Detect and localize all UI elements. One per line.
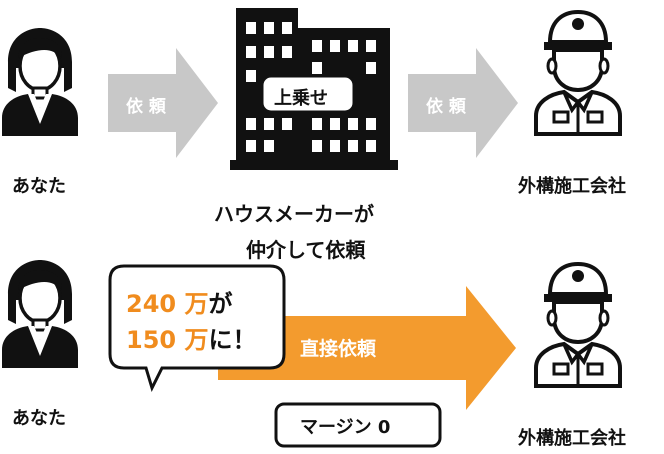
price-before-unit: 万 bbox=[176, 290, 209, 318]
direct-request-label: 直接依頼 bbox=[300, 338, 377, 360]
request-label-1: 依 頼 bbox=[126, 97, 166, 117]
requester-label-top: あなた bbox=[12, 176, 66, 197]
price-after-line: 150 万に！ bbox=[126, 320, 256, 355]
price-before-line: 240 万が bbox=[126, 284, 232, 319]
request-arrow-gray-1 bbox=[108, 48, 218, 158]
house-maker-caption-line2: 仲介して依頼 bbox=[246, 238, 366, 262]
price-before-number: 240 bbox=[126, 290, 177, 318]
price-after-number: 150 bbox=[126, 326, 177, 354]
markup-tag-label: 上乗せ bbox=[274, 88, 328, 109]
price-after-unit: 万 bbox=[176, 326, 209, 354]
price-speech-bubble bbox=[108, 264, 286, 393]
price-before-suffix: が bbox=[208, 290, 233, 318]
customer-woman-icon bbox=[0, 26, 80, 138]
request-label-2: 依 頼 bbox=[426, 97, 466, 117]
markup-tag-box bbox=[260, 74, 356, 114]
house-maker-caption-line1: ハウスメーカーが bbox=[214, 202, 374, 226]
contractor-label-bottom: 外構施工会社 bbox=[518, 428, 626, 449]
contractor-worker-icon bbox=[534, 10, 622, 136]
contractor-label-top: 外構施工会社 bbox=[518, 176, 626, 197]
contractor-worker-icon-2 bbox=[534, 262, 622, 388]
customer-woman-icon-2 bbox=[0, 258, 80, 370]
margin-zero-label: マージン 0 bbox=[300, 417, 391, 438]
requester-label-bottom: あなた bbox=[12, 408, 66, 429]
request-arrow-gray-2 bbox=[408, 48, 518, 158]
price-after-suffix: に！ bbox=[208, 326, 257, 354]
margin-zero-badge bbox=[274, 402, 442, 448]
direct-request-arrow bbox=[218, 286, 516, 410]
